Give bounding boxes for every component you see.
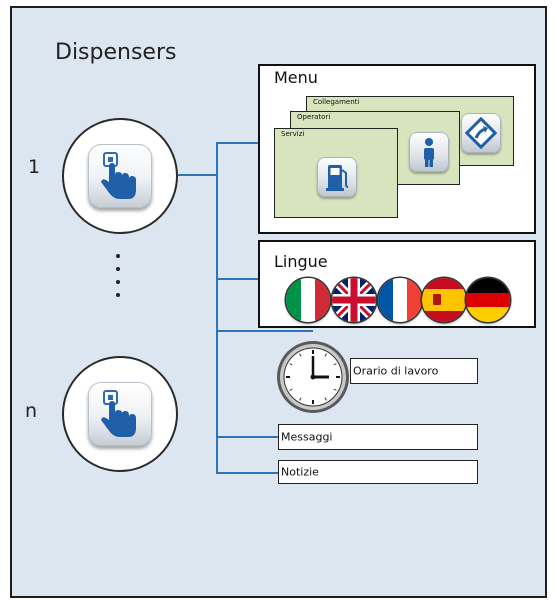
menu-title: Menu [274, 68, 318, 87]
connector-messages [216, 436, 278, 438]
connector-news [216, 472, 278, 474]
languages-title: Lingue [274, 252, 328, 271]
dispenser-n-label: n [25, 400, 38, 422]
diagram-frame: Dispensers 1 n [10, 6, 547, 598]
connector-from-dispenser [178, 174, 216, 176]
menu-panel: Menu Collegamenti Operatori [258, 64, 536, 234]
connector-working-hours [216, 330, 313, 332]
spanish-flag-icon[interactable] [422, 278, 466, 322]
card-label: Operatori [297, 113, 331, 121]
languages-panel: Lingue [258, 240, 536, 328]
card-label: Servizi [281, 130, 305, 138]
hand-press-button-icon [88, 382, 152, 446]
card-label: Collegamenti [313, 98, 360, 106]
german-flag-icon[interactable] [466, 278, 510, 322]
fuel-pump-icon [317, 157, 357, 197]
clock-icon [274, 338, 352, 416]
french-flag-icon[interactable] [378, 278, 422, 322]
news-box: Notizie [278, 460, 478, 484]
dispenser-n-node [62, 356, 178, 472]
connector-trunk [216, 142, 218, 474]
route-sign-icon [461, 113, 501, 153]
dispenser-1-label: 1 [28, 156, 41, 178]
connector-languages [216, 278, 258, 280]
diagram-title: Dispensers [55, 40, 177, 65]
info-person-icon [409, 132, 449, 172]
hand-press-button-icon [88, 144, 152, 208]
working-hours-box: Orario di lavoro [350, 358, 478, 384]
news-label: Notizie [281, 465, 319, 479]
dispenser-1-node [62, 118, 178, 234]
menu-card-servizi: Servizi [274, 128, 398, 218]
working-hours-label: Orario di lavoro [353, 364, 439, 378]
messages-label: Messaggi [281, 430, 333, 444]
messages-box: Messaggi [278, 424, 478, 450]
connector-menu [216, 142, 258, 144]
italian-flag-icon[interactable] [286, 278, 330, 322]
uk-flag-icon[interactable] [332, 278, 376, 322]
